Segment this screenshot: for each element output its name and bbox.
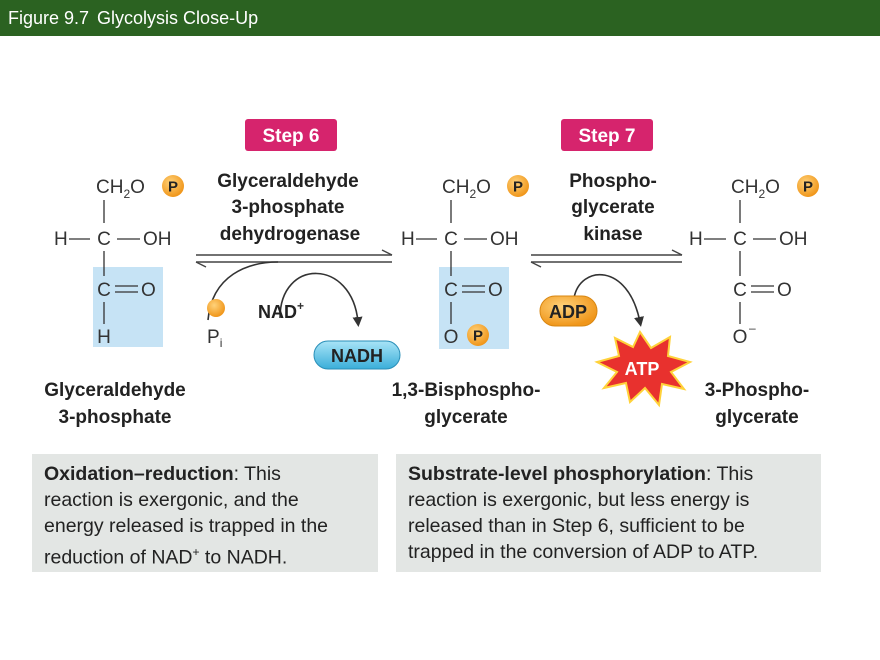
svg-text:C: C [444, 280, 458, 301]
svg-text:C: C [97, 229, 111, 250]
svg-text:glycerate: glycerate [571, 197, 654, 218]
figure-title-bar: Figure 9.7 Glycolysis Close-Up [0, 0, 880, 36]
step-7-enzyme: Phospho- glycerate kinase [569, 171, 657, 245]
svg-text:ATP: ATP [625, 359, 660, 379]
atp-output: ATP [594, 329, 693, 408]
svg-text:C: C [444, 229, 458, 250]
svg-text:glycerate: glycerate [715, 407, 798, 428]
structure-glyceraldehyde-3-phosphate: CH2O P H C OH C O H [54, 175, 184, 348]
svg-text:OH: OH [779, 229, 808, 250]
svg-text:P: P [513, 179, 523, 196]
svg-text:dehydrogenase: dehydrogenase [220, 224, 360, 245]
svg-text:Glyceraldehyde: Glyceraldehyde [44, 380, 186, 401]
structure-3-phosphoglycerate: CH2O P H C OH C O O – [689, 175, 819, 348]
svg-text:OH: OH [143, 229, 172, 250]
svg-text:O: O [777, 280, 792, 301]
figure-title: Glycolysis Close-Up [97, 8, 259, 28]
compound-name-glyceraldehyde-3-phosphate: Glyceraldehyde 3-phosphate [44, 380, 186, 428]
svg-text:3-Phospho-: 3-Phospho- [705, 380, 810, 401]
adp-input: ADP [539, 295, 598, 327]
compound-name-1-3-bisphosphoglycerate: 1,3-Bisphospho- glycerate [392, 380, 541, 428]
svg-text:Pi: Pi [207, 327, 222, 350]
phosphate-icon [797, 175, 819, 197]
svg-text:O: O [444, 327, 459, 348]
nad-plus-input: NAD+ [258, 299, 304, 322]
svg-text:CH2O: CH2O [731, 177, 780, 201]
step-6-enzyme: Glyceraldehyde 3-phosphate dehydrogenase [217, 171, 360, 245]
svg-text:OH: OH [490, 229, 519, 250]
svg-text:CH2O: CH2O [96, 177, 145, 201]
description-heading: Oxidation–reduction [44, 463, 234, 485]
description-step-6: Oxidation–reduction: This reaction is ex… [32, 454, 378, 572]
atp-burst-icon [594, 329, 693, 408]
svg-text:H: H [54, 229, 68, 250]
phosphate-icon [162, 175, 184, 197]
svg-text:Step 7: Step 7 [578, 126, 635, 147]
svg-text:ADP: ADP [549, 302, 587, 322]
figure-number: Figure 9.7 [8, 8, 90, 28]
svg-text:O: O [141, 280, 156, 301]
svg-text:C: C [97, 280, 111, 301]
svg-text:P: P [168, 179, 178, 196]
svg-text:–: – [749, 321, 756, 335]
svg-text:H: H [97, 327, 111, 348]
description-step-7: Substrate-level phosphorylation: This re… [396, 454, 821, 572]
svg-text:P: P [803, 179, 813, 196]
nadh-output: NADH [313, 340, 401, 370]
svg-text:glycerate: glycerate [424, 407, 507, 428]
svg-text:Glyceraldehyde: Glyceraldehyde [217, 171, 359, 192]
compound-name-3-phosphoglycerate: 3-Phospho- glycerate [705, 380, 810, 428]
step-6-phosphate-input: Pi [207, 299, 225, 350]
svg-text:Phospho-: Phospho- [569, 171, 657, 192]
step-7-label: Step 7 [561, 119, 653, 151]
svg-text:C: C [733, 229, 747, 250]
step-6-label: Step 6 [245, 119, 337, 151]
svg-text:O: O [488, 280, 503, 301]
svg-text:Step 6: Step 6 [262, 126, 319, 147]
svg-text:kinase: kinase [583, 224, 642, 245]
svg-text:NADH: NADH [331, 346, 383, 366]
svg-text:H: H [401, 229, 415, 250]
phosphate-icon [467, 324, 489, 346]
structure-1-3-bisphosphoglycerate: CH2O P H C OH C O O P [401, 175, 529, 349]
phosphate-icon [507, 175, 529, 197]
step-7-reaction-arrow [530, 249, 683, 327]
svg-text:O: O [733, 327, 748, 348]
svg-text:3-phosphate: 3-phosphate [59, 407, 172, 428]
svg-text:3-phosphate: 3-phosphate [232, 197, 345, 218]
svg-text:1,3-Bisphospho-: 1,3-Bisphospho- [392, 380, 541, 401]
svg-text:CH2O: CH2O [442, 177, 491, 201]
svg-text:P: P [473, 328, 483, 345]
svg-text:H: H [689, 229, 703, 250]
svg-text:C: C [733, 280, 747, 301]
description-heading: Substrate-level phosphorylation [408, 463, 706, 485]
inorganic-phosphate-icon [207, 299, 225, 317]
highlight-aldehyde [93, 267, 163, 347]
